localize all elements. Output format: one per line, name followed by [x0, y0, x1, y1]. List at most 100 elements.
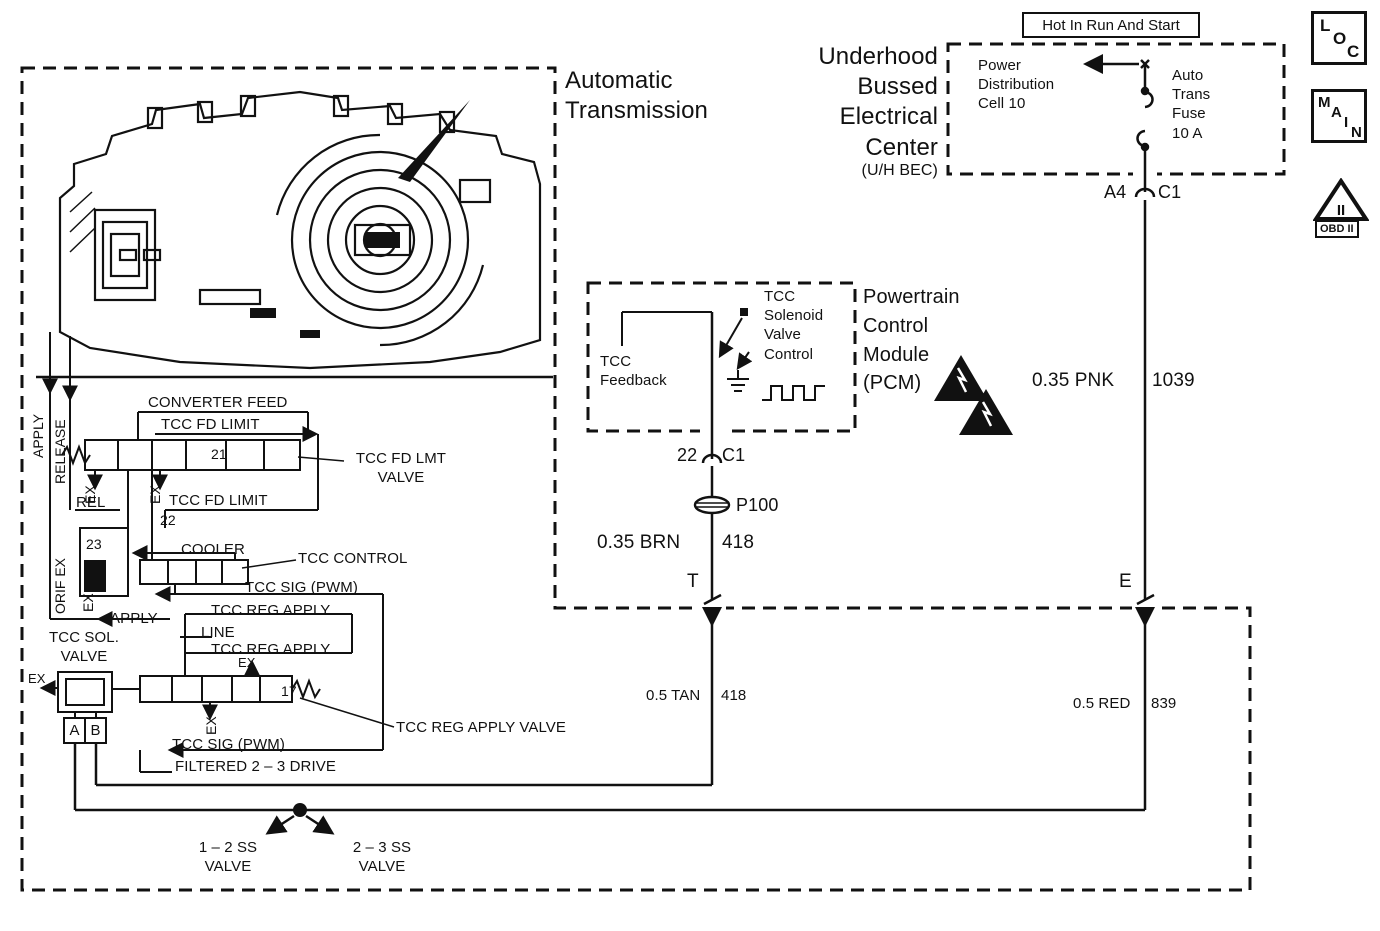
terminal-b-label: B [90, 722, 101, 739]
tan-wire-label: 0.5 TAN [646, 687, 701, 704]
obd-badge: II OBD II [1312, 177, 1370, 238]
terminal-t-icon [703, 593, 722, 606]
tcc-reg-apply-valve-body [139, 675, 293, 703]
ex-label: EX [203, 716, 219, 735]
pnk-circuit-label: 1039 [1152, 370, 1195, 391]
ex-label: EX [80, 593, 96, 612]
line-label: LINE [201, 624, 235, 641]
hydraulic-circuit [39, 332, 395, 773]
spring-icon [61, 444, 91, 466]
valve-21-label: 21 [211, 446, 227, 462]
main-letter: M [1318, 94, 1331, 111]
orifice-valve-body [79, 527, 129, 597]
release-vertical-label: RELEASE [52, 419, 68, 484]
pin-22-label: 22 [677, 445, 698, 465]
driver-arrow-icon [718, 317, 743, 359]
ss-junction [265, 803, 335, 835]
pwm-waveform-icon [762, 385, 825, 401]
driver-node-icon [740, 308, 748, 316]
obd-mark: II [1337, 202, 1345, 219]
tcc-control-valve-body [139, 559, 249, 585]
power-feed [1083, 54, 1154, 192]
main-letter: A [1331, 104, 1342, 121]
loc-letter: L [1320, 16, 1331, 35]
terminal-t-label: T [687, 571, 699, 592]
pin-c1-top-label: C1 [1158, 182, 1182, 202]
red-wire-label: 0.5 RED [1073, 695, 1131, 712]
transmission-cutaway [36, 90, 553, 379]
ex-label: EX [28, 671, 46, 686]
terminal-b-box [84, 717, 107, 744]
ex-label: EX [238, 655, 256, 670]
tcc-fd-lmt-valve-label: TCC FD LMT VALVE [355, 450, 447, 487]
valve-22-label: 22 [160, 512, 176, 528]
apply-horizontal-label: APPLY [110, 610, 158, 627]
ex-label: EX [147, 485, 163, 504]
connector-22-c1-icon [701, 453, 723, 464]
apply-vertical-label: APPLY [30, 413, 46, 458]
tan-circuit-label: 418 [721, 687, 747, 704]
tcc-reg-apply-top-label: TCC REG APPLY [211, 602, 331, 619]
bec-boundary [946, 42, 1286, 176]
bec-title: Underhood Bussed Electrical Center [818, 43, 938, 161]
pcm-title: Powertrain Control Module (PCM) [863, 286, 960, 395]
loc-badge: L O C [1311, 11, 1367, 65]
splice-p100-label: P100 [736, 495, 779, 515]
orif-ex-label: ORIF EX [52, 557, 68, 614]
tcc-solenoid-valve-control-label: TCC Solenoid Valve Control [764, 288, 824, 363]
tcc-sig-pwm-top-label: TCC SIG (PWM) [245, 579, 358, 596]
leader-line [299, 697, 395, 728]
converter-feed-label: CONVERTER FEED [148, 394, 288, 411]
main-badge: M A I N [1311, 89, 1367, 143]
ss-valve-2-3-label: 2 – 3 SS VALVE [352, 839, 412, 876]
tcc-sol-valve-label: TCC SOL. VALVE [49, 629, 119, 666]
loc-letter: O [1333, 29, 1347, 48]
splice-dot-icon [293, 803, 307, 817]
tcc-solenoid-body [57, 671, 113, 713]
esd-symbols [934, 355, 1013, 435]
obd-triangle-icon: II [1312, 177, 1370, 221]
brn-tan-wire [94, 312, 731, 787]
fuse-label: Auto Trans Fuse 10 A [1172, 67, 1211, 142]
connector-a4-c1-icon [1134, 187, 1156, 198]
tcc-sig-pwm-bottom-label: TCC SIG (PWM) [172, 736, 285, 753]
splice-p100-icon [693, 495, 731, 515]
leader-line [297, 456, 345, 462]
pin-c1-mid-label: C1 [722, 445, 746, 465]
automatic-transmission-boundary [20, 66, 1252, 892]
loc-letter: C [1347, 42, 1360, 61]
tcc-fd-limit-top-label: TCC FD LIMIT [161, 416, 260, 433]
tcc-feedback-label: TCC Feedback [600, 353, 667, 390]
tcc-reg-apply-valve-label: TCC REG APPLY VALVE [396, 719, 567, 736]
power-distribution-label: Power Distribution Cell 10 [978, 57, 1055, 113]
bec-subtitle: (U/H BEC) [861, 162, 938, 179]
terminal-e-icon [1136, 593, 1155, 606]
main-letter: I [1344, 114, 1349, 131]
pnk-red-wire [73, 187, 1156, 812]
red-circuit-label: 839 [1151, 695, 1177, 712]
valve-23-label: 23 [86, 536, 102, 552]
terminal-e-label: E [1119, 571, 1132, 592]
tcc-fd-limit-valve-body [84, 439, 301, 471]
tcc-fd-limit-mid-label: TCC FD LIMIT [169, 492, 268, 509]
ss-valve-1-2-label: 1 – 2 SS VALVE [198, 839, 258, 876]
tcc-control-label: TCC CONTROL [298, 550, 408, 567]
spring-icon [291, 678, 321, 700]
brn-wire-label: 0.35 BRN [597, 532, 681, 553]
hot-in-run-banner: Hot In Run And Start [1022, 12, 1200, 38]
valve-17-label: 17 [281, 683, 297, 699]
main-letter: N [1351, 124, 1362, 141]
pnk-wire-label: 0.35 PNK [1032, 370, 1115, 391]
pin-a4-label: A4 [1104, 182, 1127, 202]
leader-line [241, 559, 297, 569]
pcm-internals [621, 308, 825, 401]
tcc-reg-apply-bottom-label: TCC REG APPLY [211, 641, 331, 658]
filtered-2-3-drive-label: FILTERED 2 – 3 DRIVE [175, 758, 336, 775]
automatic-transmission-title: Automatic Transmission [565, 67, 709, 125]
terminal-a-label: A [69, 722, 80, 739]
brn-circuit-label: 418 [722, 532, 755, 553]
obd-label: OBD II [1315, 220, 1359, 238]
rel-label: REL [76, 494, 106, 511]
